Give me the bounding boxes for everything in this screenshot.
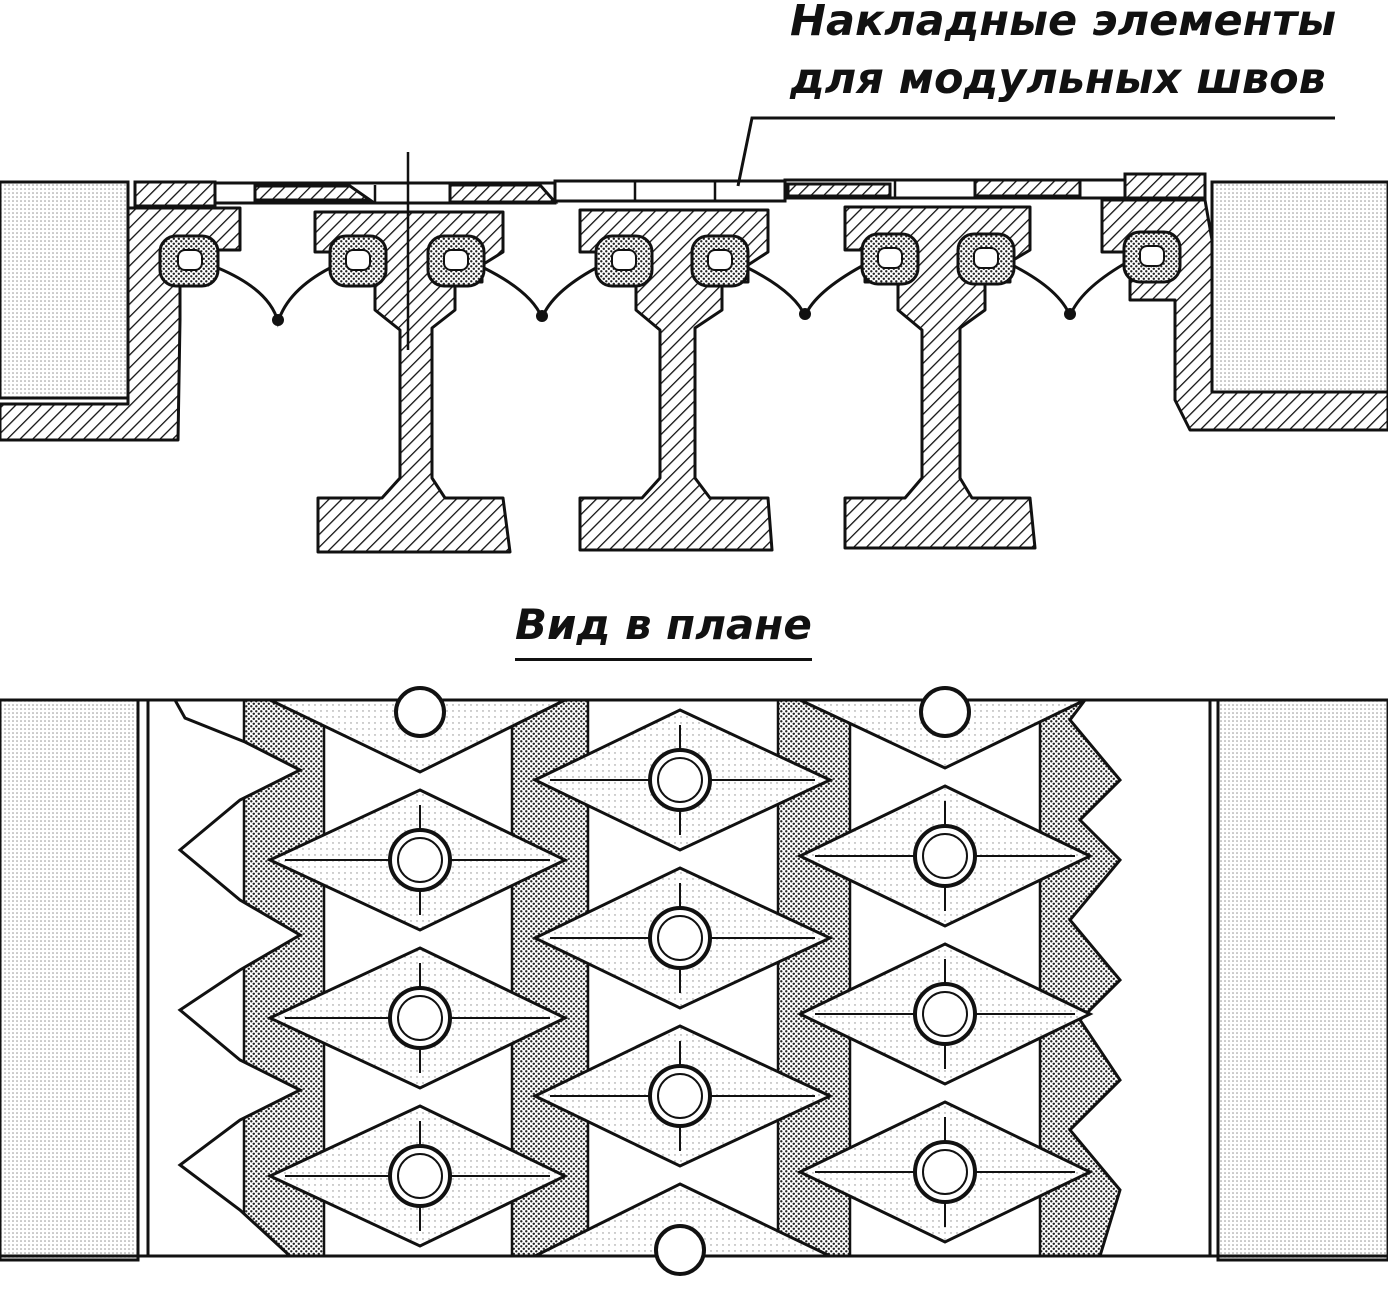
callout-label-line-1: Накладные элементы [790, 0, 1337, 46]
section-view [0, 116, 1388, 554]
slab-right-plan [1216, 698, 1388, 1262]
leader-line-callout [736, 116, 1335, 187]
seal-pockets [158, 230, 1182, 288]
plan-view [0, 686, 1388, 1276]
slab-left-plan [0, 698, 140, 1262]
callout-label-line-2: для модульных швов [790, 54, 1326, 104]
plan-zigzag-edges [146, 698, 1212, 1258]
plan-diamonds [266, 686, 1094, 1276]
plan-view-title: Вид в плане [515, 604, 812, 661]
overlay-plates [133, 172, 1207, 208]
concrete-slab-right [1210, 180, 1388, 394]
concrete-slab-left [0, 180, 130, 400]
